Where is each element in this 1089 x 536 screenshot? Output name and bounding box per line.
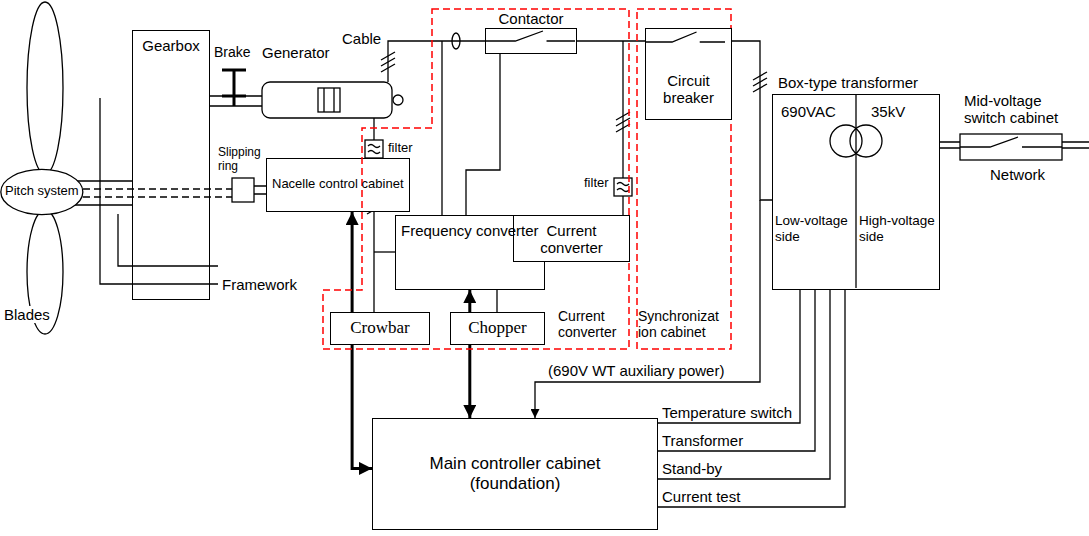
contactor-frame	[485, 28, 577, 54]
region-outline	[637, 9, 731, 349]
framework-lines	[100, 98, 218, 284]
node-text: Nacelle control cabinet	[272, 177, 404, 192]
switch-symbol	[486, 29, 575, 52]
power-wires	[365, 140, 383, 158]
power-wires	[1062, 142, 1089, 148]
power-wires	[960, 134, 1062, 160]
power-wires	[496, 290, 497, 312]
gearbox-box: Gearbox	[132, 30, 210, 300]
chopper-box: Chopper	[450, 312, 545, 345]
node-text: Chopper	[468, 318, 527, 338]
generator-drawing	[318, 88, 340, 112]
node-text: Box-type transformer	[778, 74, 918, 91]
hub-ellipse: Pitch system	[0, 168, 84, 216]
generator-drawing	[262, 82, 392, 118]
cabinet-region: Synchronizat ion cabinet Circuit breaker	[636, 8, 732, 350]
transformer-symbol	[850, 125, 882, 157]
wire-label: Temperature switch	[662, 404, 792, 421]
node-text: Frequency converter	[401, 222, 539, 239]
node-text: Gearbox	[142, 37, 200, 54]
region-outline	[323, 9, 629, 349]
hub-outline	[1, 169, 83, 214]
connector	[468, 290, 471, 418]
framework-lines	[100, 98, 218, 284]
controller-box: Main controller cabinet (foundation)	[372, 418, 658, 530]
node-text: Circuit breaker	[651, 72, 726, 107]
part-label: Generator	[262, 44, 330, 61]
blade-drawing	[27, 2, 63, 174]
contactor-box: Contactor	[485, 10, 577, 54]
part-label: Cable	[342, 30, 381, 47]
power-wires	[368, 145, 380, 154]
shaft-drawing	[232, 178, 254, 202]
shaft-drawing	[254, 186, 266, 194]
power-wires	[622, 41, 623, 178]
part-label: filter	[584, 176, 609, 191]
part-label: Network	[990, 166, 1045, 183]
switch-symbol	[646, 29, 725, 55]
power-wires	[940, 142, 960, 148]
power-wires	[388, 41, 485, 82]
generator-drawing	[324, 88, 334, 112]
power-wires	[466, 54, 500, 215]
power-wires	[753, 72, 767, 92]
breaker-box: Circuit breaker	[645, 28, 732, 120]
blade-drawing	[27, 2, 63, 334]
transformer-symbol	[773, 95, 938, 288]
power-wires	[441, 41, 442, 215]
power-wires	[381, 52, 395, 72]
transformer-box: Box-type transformer 690VAC 35kV Low-voltag…	[772, 74, 940, 290]
power-wires	[452, 33, 460, 49]
transformer-symbol	[830, 125, 862, 157]
power-wires	[373, 118, 374, 140]
wire-label: Stand-by	[662, 460, 722, 477]
part-label: Blades	[2, 306, 52, 323]
node-text: Main controller cabinet (foundation)	[415, 454, 615, 493]
crowbar-box: Crowbar	[330, 312, 430, 345]
generator-drawing	[262, 82, 403, 118]
node-text: 35kV	[871, 103, 937, 120]
switch-symbol	[646, 32, 725, 42]
node-text: Contactor	[485, 10, 577, 27]
converter-box: Current converter	[513, 215, 630, 262]
part-label: filter	[388, 141, 413, 156]
shaft-drawing	[72, 189, 232, 197]
node-text: Pitch system	[5, 184, 79, 199]
wire-label: Current test	[662, 488, 740, 505]
part-label: (690V WT auxiliary power)	[548, 362, 724, 379]
power-wires	[616, 112, 630, 132]
shaft-drawing	[72, 70, 266, 205]
transformer-symbol	[855, 95, 856, 288]
power-wires	[374, 251, 395, 252]
part-label: Framework	[222, 276, 297, 293]
node-text: Crowbar	[350, 318, 409, 338]
power-wires	[727, 41, 772, 200]
framework-lines	[118, 214, 218, 266]
power-wires	[577, 40, 645, 41]
node-text: Synchronizat ion cabinet	[638, 308, 730, 340]
part-label: Mid-voltage switch cabinet	[964, 92, 1074, 127]
generator-drawing	[393, 95, 403, 105]
transformer-frame: 690VAC 35kV Low-voltage sideHigh-voltage s…	[772, 94, 940, 290]
shaft-drawing	[222, 70, 246, 106]
node-text: Current converter	[558, 308, 628, 340]
node-text: Low-voltage side	[775, 213, 855, 244]
part-label: Brake	[214, 44, 251, 60]
wire-label: Transformer	[662, 432, 743, 449]
node-text: High-voltage side	[859, 213, 937, 244]
switch-symbol	[486, 31, 575, 41]
cabinet-box: Nacelle control cabinet	[266, 158, 410, 212]
node-text: 690VAC	[781, 103, 853, 120]
power-wires	[617, 183, 629, 192]
power-wires	[960, 137, 1062, 147]
node-text: Current converter	[519, 222, 624, 257]
part-label: Slipping ring	[218, 146, 266, 174]
